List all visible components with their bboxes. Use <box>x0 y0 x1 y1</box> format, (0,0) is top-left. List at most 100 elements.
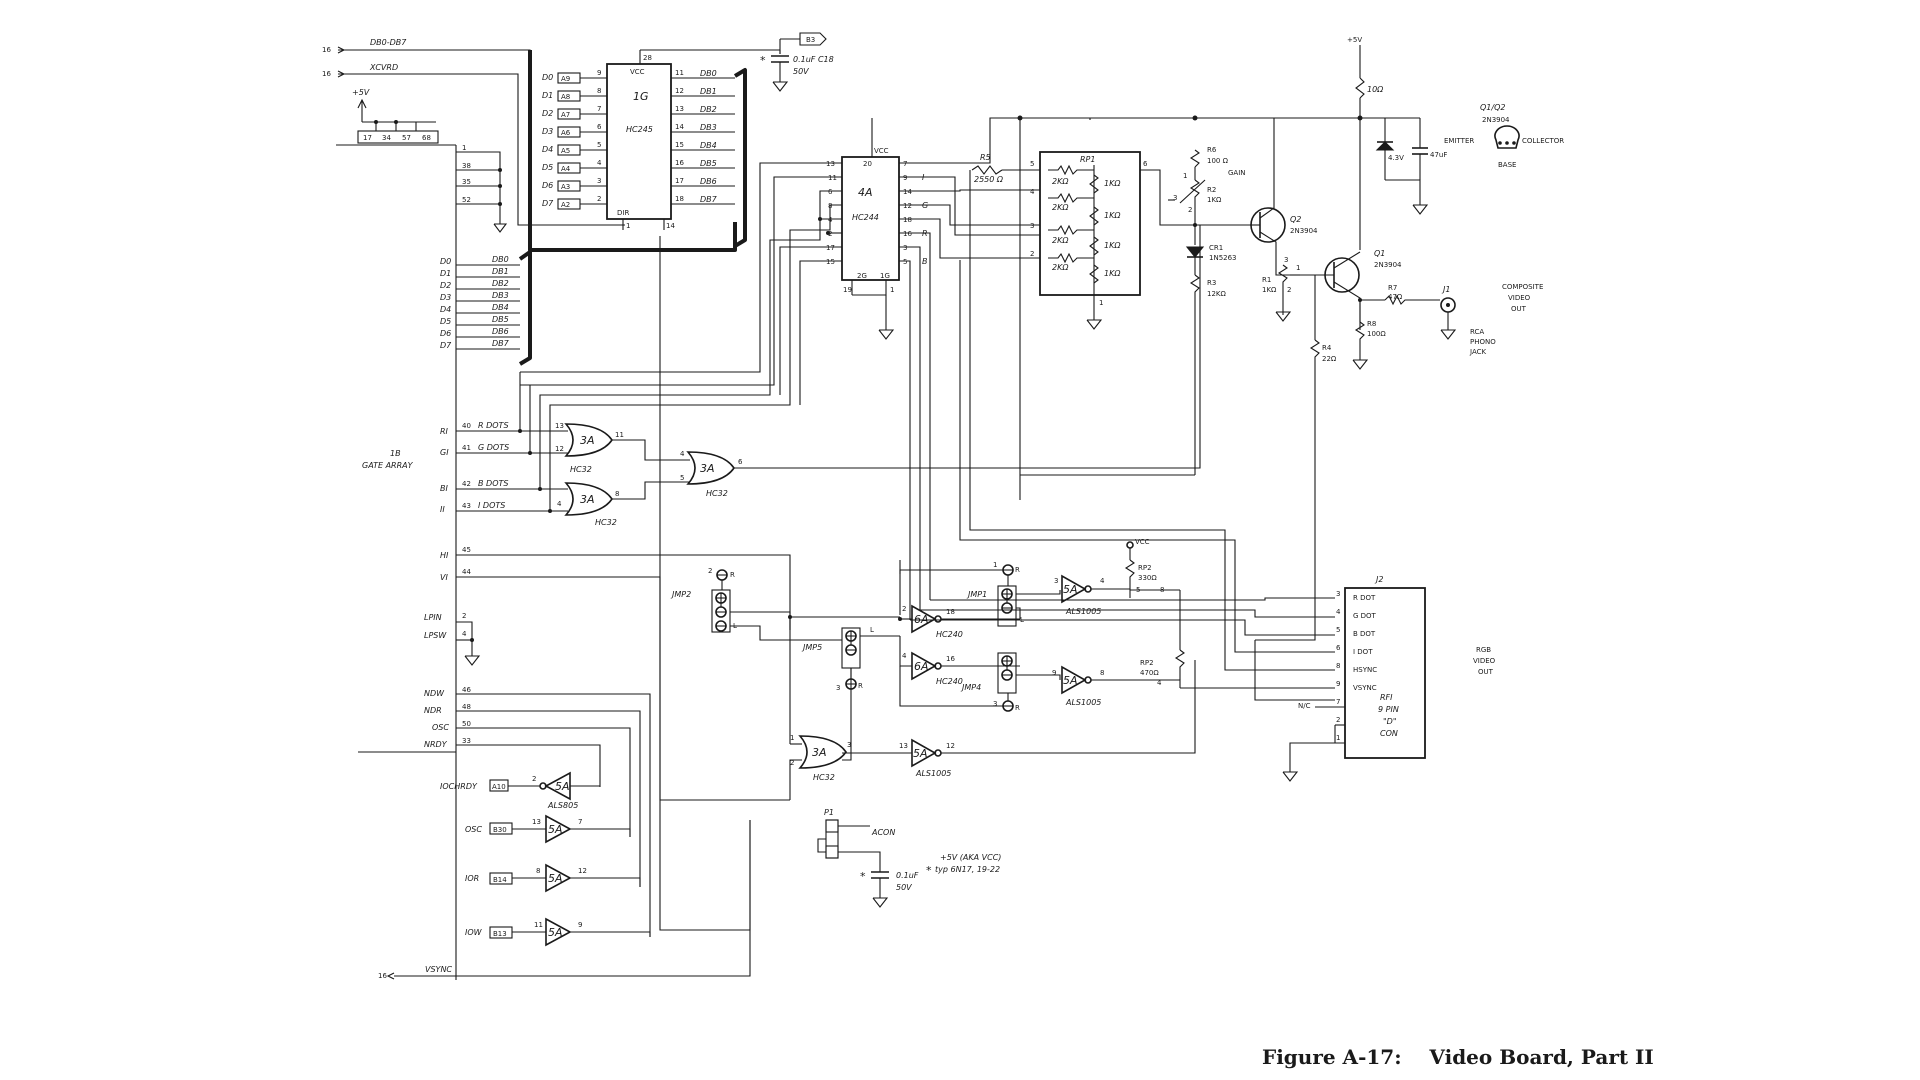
zener-cap: 4.3V 47uF <box>1360 117 1447 215</box>
j1-label: J1 <box>1441 285 1450 294</box>
svg-text:12: 12 <box>675 87 684 95</box>
svg-text:*: * <box>926 864 932 877</box>
svg-text:LPIN: LPIN <box>424 613 442 622</box>
svg-text:B13: B13 <box>493 930 507 938</box>
c18-label: 0.1uF C18 <box>793 55 834 64</box>
svg-text:13: 13 <box>532 818 541 826</box>
svg-text:DB4: DB4 <box>700 141 717 150</box>
svg-text:6: 6 <box>597 123 602 131</box>
svg-text:2: 2 <box>1030 250 1034 258</box>
svg-text:A9: A9 <box>561 75 570 83</box>
svg-text:3: 3 <box>1030 222 1034 230</box>
svg-text:13: 13 <box>899 742 908 750</box>
svg-text:1: 1 <box>1336 734 1340 742</box>
svg-text:20: 20 <box>863 160 872 168</box>
svg-text:13: 13 <box>675 105 684 113</box>
svg-text:B DOTS: B DOTS <box>478 479 508 488</box>
svg-text:B: B <box>922 257 928 266</box>
pinout-emitter: EMITTER <box>1444 137 1474 145</box>
svg-text:5A: 5A <box>1063 583 1078 596</box>
svg-text:L: L <box>1020 616 1024 624</box>
svg-text:44: 44 <box>462 568 471 576</box>
svg-text:8: 8 <box>1336 662 1340 670</box>
svg-text:17: 17 <box>675 177 684 185</box>
svg-text:*: * <box>760 54 766 67</box>
cr1-diode: CR1 1N5263 R3 12KΩ <box>1020 244 1237 476</box>
svg-text:2: 2 <box>902 605 906 613</box>
svg-text:IOW: IOW <box>465 928 483 937</box>
j2-pin-bdot: B DOT <box>1353 630 1376 638</box>
svg-text:6: 6 <box>1336 644 1341 652</box>
svg-text:I DOTS: I DOTS <box>478 501 505 510</box>
svg-text:7: 7 <box>903 160 907 168</box>
r2-label: R2 <box>1207 186 1216 194</box>
jmp1: JMP1 1R L <box>899 561 1061 627</box>
svg-text:6: 6 <box>828 188 833 196</box>
svg-text:2: 2 <box>532 775 536 783</box>
rp1-1k-3: 1KΩ <box>1104 241 1121 250</box>
jmp-wires <box>659 236 901 801</box>
pinout-collector: COLLECTOR <box>1522 137 1564 145</box>
svg-text:GI: GI <box>440 448 449 457</box>
svg-text:12: 12 <box>555 445 564 453</box>
svg-text:5A: 5A <box>913 747 928 760</box>
svg-text:43: 43 <box>462 502 471 510</box>
r10: 10Ω <box>1367 85 1384 94</box>
composite-2: VIDEO <box>1508 294 1531 302</box>
svg-text:4: 4 <box>557 500 562 508</box>
svg-text:3A: 3A <box>580 434 595 447</box>
svg-text:R: R <box>730 571 735 579</box>
svg-text:IOCHRDY: IOCHRDY <box>440 782 478 791</box>
bus-ref-db: 16 <box>322 46 331 54</box>
q1-transistor: Q1 2N3904 <box>1315 249 1402 330</box>
r6-label: R6 <box>1207 146 1217 154</box>
ic-4a-ref: 4A <box>858 186 873 199</box>
svg-text:4: 4 <box>1030 188 1035 196</box>
svg-text:2: 2 <box>1336 716 1340 724</box>
svg-text:5: 5 <box>680 474 684 482</box>
svg-text:34: 34 <box>382 134 391 142</box>
ga-d0: D0 <box>440 257 451 266</box>
svg-text:3A: 3A <box>700 462 715 475</box>
svg-text:HC32: HC32 <box>706 489 728 498</box>
jmp5-label: JMP5 <box>801 643 822 652</box>
vsync-label: VSYNC <box>425 965 452 974</box>
svg-text:HC240: HC240 <box>936 677 963 686</box>
svg-text:15: 15 <box>826 258 835 266</box>
svg-text:A3: A3 <box>561 183 570 191</box>
rp1-2k-4: 2KΩ <box>1052 263 1069 272</box>
svg-text:4: 4 <box>680 450 685 458</box>
r7-value: 47Ω <box>1388 293 1403 301</box>
svg-text:D0: D0 <box>542 73 553 82</box>
r1-value: 1KΩ <box>1262 286 1277 294</box>
gate-array-1b: 1B GATE ARRAY <box>362 449 414 470</box>
rp2b-label: RP2 <box>1140 659 1154 667</box>
buffer-iochrdy: IOCHRDY A10 5A ALS805 2 <box>440 771 600 810</box>
pinout-part: 2N3904 <box>1482 116 1510 124</box>
rp2a-value: 330Ω <box>1138 574 1157 582</box>
ga-d1: D1 <box>440 269 451 278</box>
light-pen-inputs: LPIN LPSW 24 <box>424 612 481 666</box>
ga-db6: DB6 <box>492 327 509 336</box>
svg-text:1: 1 <box>993 561 997 569</box>
svg-text:8: 8 <box>597 87 601 95</box>
db-bus-label: DB0-DB7 <box>370 38 407 47</box>
svg-text:8: 8 <box>615 490 619 498</box>
svg-text:2: 2 <box>462 612 466 620</box>
svg-text:4: 4 <box>1336 608 1341 616</box>
svg-text:1: 1 <box>626 222 630 230</box>
svg-text:D2: D2 <box>542 109 553 118</box>
svg-text:DB0: DB0 <box>700 69 717 78</box>
svg-text:2: 2 <box>790 759 794 767</box>
j2-desc-2: VIDEO <box>1473 657 1496 665</box>
r4-label: R4 <box>1322 344 1332 352</box>
